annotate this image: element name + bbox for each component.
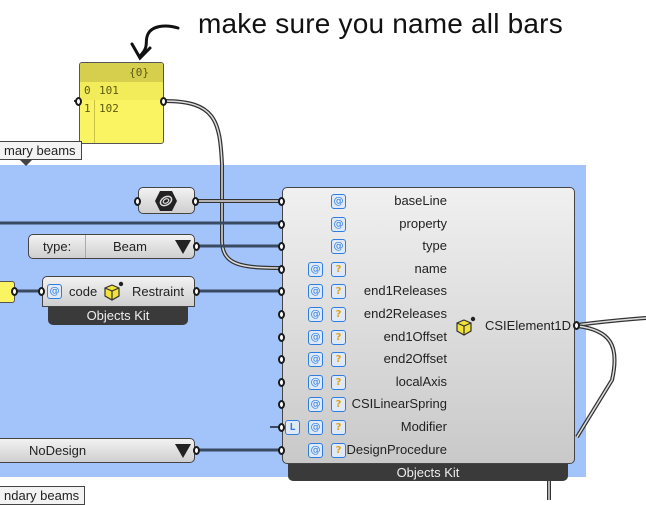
annotation-text: make sure you name all bars [198, 8, 563, 39]
type-dropdown-value: Beam [113, 239, 147, 254]
tag-pointer [20, 160, 32, 166]
question-icon: ? [331, 420, 346, 435]
geometry-input-grip[interactable] [134, 197, 141, 206]
panel-stub-output-grip[interactable] [11, 287, 18, 296]
at-icon: @ [331, 216, 346, 232]
at-icon: @ [308, 284, 323, 300]
question-icon: ? [331, 442, 346, 458]
design-procedure-dropdown[interactable]: NoDesign [0, 438, 195, 463]
element-output-label: CSIElement1D [485, 318, 571, 333]
at-icon: @ [308, 397, 323, 413]
question-icon: ? [331, 329, 346, 345]
cube-icon [456, 316, 476, 336]
geometry-param[interactable] [138, 187, 195, 214]
input-param-csilinearspring[interactable]: CSILinearSpring [351, 396, 447, 412]
panel-row: 0 101 [80, 82, 163, 100]
input-param-modifier[interactable]: Modifier [400, 419, 447, 434]
element-output-grip[interactable] [573, 321, 580, 330]
type-dropdown[interactable]: type: Beam [28, 234, 195, 259]
input-grip[interactable] [278, 400, 285, 410]
at-icon: @ [308, 261, 323, 277]
panel-output-grip[interactable] [160, 97, 167, 106]
at-icon: @ [308, 307, 323, 322]
restraint-input-grip[interactable] [38, 287, 45, 296]
design-output-grip[interactable] [193, 446, 200, 455]
group-tag-primary-beams[interactable]: mary beams [0, 141, 82, 160]
restraint-input-label: code [69, 284, 98, 299]
input-param-end2releases[interactable]: end2Releases [363, 306, 447, 321]
input-grip[interactable] [278, 332, 285, 342]
question-icon: ? [331, 307, 346, 322]
geometry-output-grip[interactable] [192, 197, 199, 206]
input-grip[interactable] [278, 445, 285, 455]
cube-icon [104, 281, 124, 301]
at-icon: @ [308, 420, 323, 435]
input-grip[interactable] [278, 423, 285, 432]
input-grip[interactable] [278, 264, 285, 274]
input-grip[interactable] [278, 242, 285, 252]
panel-row-index: 1 [84, 102, 91, 115]
input-param-end2offset[interactable]: end2Offset [383, 351, 447, 367]
input-param-name[interactable]: name [414, 260, 447, 276]
input-param-type[interactable]: type [422, 238, 447, 254]
at-icon: @ [47, 284, 62, 299]
question-icon: ? [331, 352, 346, 368]
at-icon: @ [331, 194, 346, 209]
question-icon: ? [331, 284, 346, 300]
panel-header: {0} [80, 63, 163, 82]
input-grip[interactable] [278, 287, 285, 297]
design-dropdown-value: NoDesign [29, 443, 87, 458]
element-kit-label: Objects Kit [288, 464, 568, 481]
type-dropdown-label: type: [43, 239, 72, 254]
input-param-end1releases[interactable]: end1Releases [363, 283, 447, 299]
panel-path-label: {0} [129, 66, 149, 79]
at-icon: @ [308, 329, 323, 345]
question-icon: ? [331, 397, 346, 413]
question-icon: ? [331, 261, 346, 277]
chevron-down-icon[interactable] [175, 240, 191, 254]
panel-separator [94, 63, 95, 143]
restraint-kit-label: Objects Kit [48, 307, 188, 325]
geometry-hex-icon [155, 191, 177, 211]
input-grip[interactable] [278, 197, 285, 206]
input-grip[interactable] [278, 310, 285, 319]
question-icon: ? [331, 374, 346, 390]
data-panel[interactable]: {0} 0 101 1 102 [79, 62, 164, 144]
chevron-down-icon[interactable] [175, 444, 191, 458]
csi-element1d-component[interactable] [282, 187, 575, 464]
at-icon: @ [308, 352, 323, 368]
dropdown-divider [85, 235, 86, 258]
input-grip[interactable] [278, 219, 285, 229]
restraint-output-grip[interactable] [193, 287, 200, 296]
panel-row-index: 0 [84, 84, 91, 97]
input-param-designprocedure[interactable]: DesignProcedure [346, 441, 447, 457]
list-access-icon: L [285, 420, 300, 435]
panel-row: 1 102 [80, 100, 163, 118]
input-param-localaxis[interactable]: localAxis [395, 373, 447, 389]
at-icon: @ [308, 442, 323, 458]
input-param-baseline[interactable]: baseLine [394, 193, 447, 208]
at-icon: @ [308, 374, 323, 390]
input-param-end1offset[interactable]: end1Offset [383, 328, 447, 344]
at-icon: @ [331, 239, 346, 255]
input-grip[interactable] [278, 355, 285, 365]
type-output-grip[interactable] [193, 242, 200, 251]
restraint-output-label: Restraint [131, 284, 184, 299]
input-param-property[interactable]: property [399, 215, 447, 231]
panel-row-value: 101 [99, 84, 119, 97]
input-grip[interactable] [278, 377, 285, 387]
panel-row-value: 102 [99, 102, 119, 115]
group-tag-secondary-beams[interactable]: ndary beams [0, 486, 86, 505]
panel-input-grip[interactable] [75, 97, 82, 106]
restraint-component[interactable]: @ code Restraint [42, 276, 195, 307]
